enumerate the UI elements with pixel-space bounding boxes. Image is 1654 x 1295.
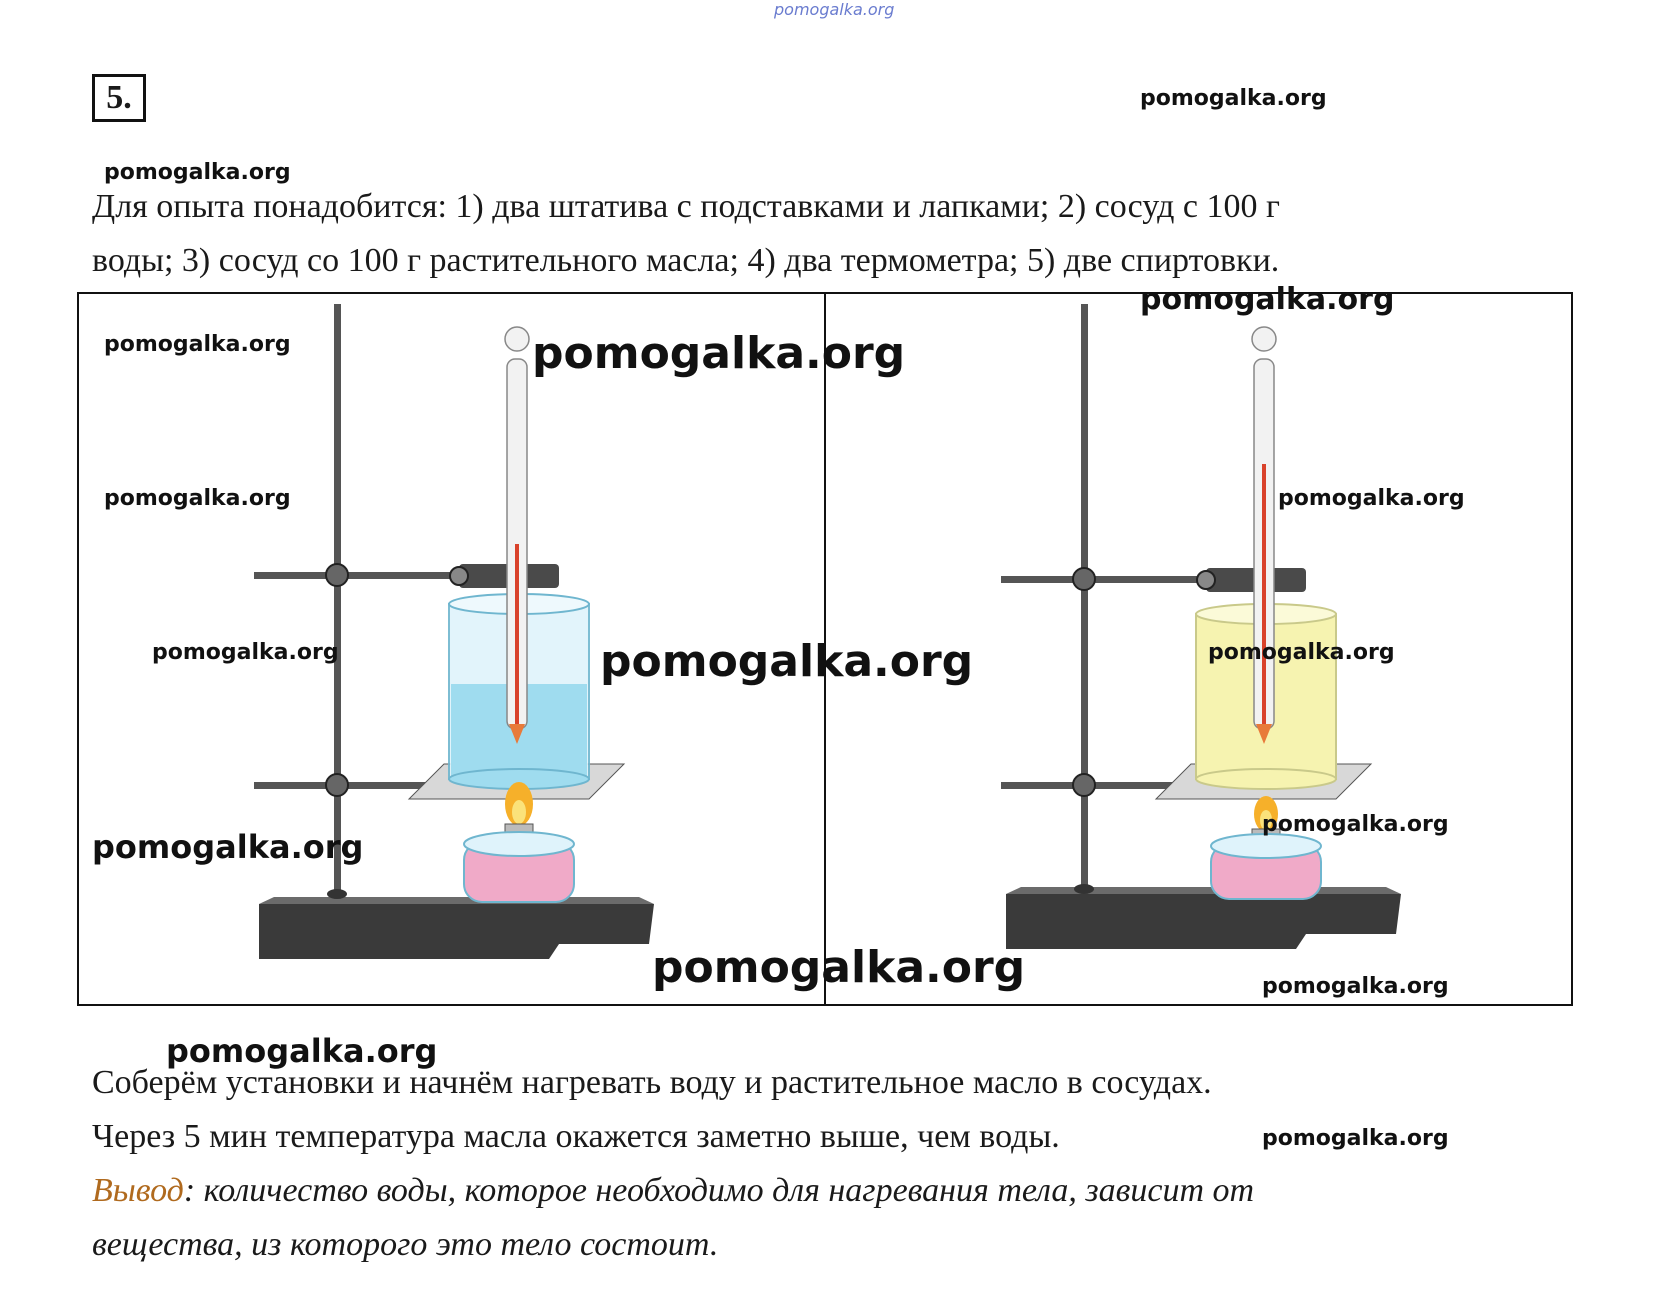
watermark: pomogalka.org [166,1032,438,1070]
watermark: pomogalka.org [104,486,291,511]
watermark: pomogalka.org [1140,282,1395,317]
watermark: pomogalka.org [1262,974,1449,999]
oil-setup-illustration [1001,304,1401,949]
task-number: 5. [92,74,146,122]
watermark: pomogalka.org [92,828,364,866]
body-line-1: Соберём установки и начнём нагревать вод… [92,1064,1212,1101]
conclusion-line-1: Вывод: количество воды, которое необходи… [92,1164,1254,1218]
body-line-2: Через 5 мин температура масла окажется з… [92,1118,1060,1155]
figure-divider [824,294,826,1004]
watermark: pomogalka.org [1262,1126,1449,1151]
water-setup-illustration [254,304,654,959]
intro-line-1: Для опыта понадобится: 1) два штатива с … [92,188,1280,225]
conclusion-text: : количество воды, которое необходимо дл… [183,1172,1255,1209]
watermark: pomogalka.org [532,328,906,379]
watermark: pomogalka.org [1140,86,1327,111]
watermark: pomogalka.org [1278,486,1465,511]
watermark: pomogalka.org [600,636,974,687]
conclusion-line-2: вещества, из которого это тело состоит. [92,1226,719,1263]
experiment-figure [77,292,1573,1006]
watermark: pomogalka.org [1208,640,1395,665]
top-watermark: pomogalka.org [774,0,895,19]
watermark: pomogalka.org [152,640,339,665]
watermark: pomogalka.org [1262,812,1449,837]
intro-line-2: воды; 3) сосуд со 100 г растительного ма… [92,242,1280,279]
watermark: pomogalka.org [104,332,291,357]
conclusion-label: Вывод [92,1172,184,1209]
watermark: pomogalka.org [652,942,1026,993]
watermark: pomogalka.org [104,160,291,185]
